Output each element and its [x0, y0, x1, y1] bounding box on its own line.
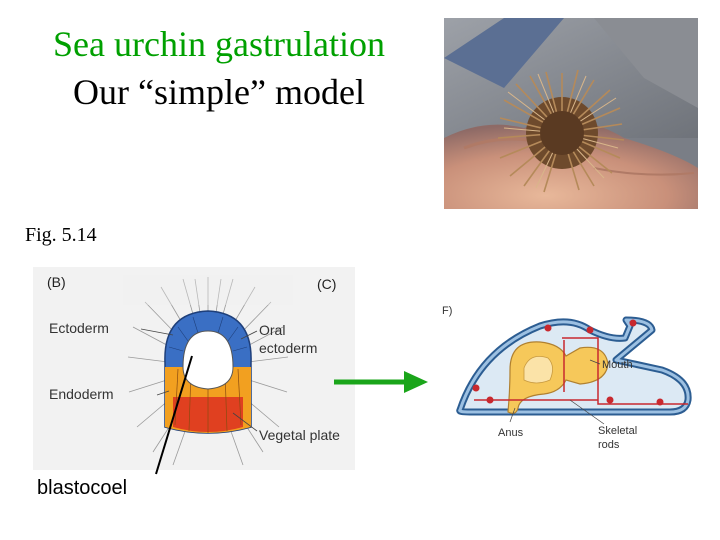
label-rods: rods	[598, 439, 620, 451]
label-oral-ectoderm: ectoderm	[259, 340, 317, 356]
panel-label-b: (B)	[47, 274, 66, 290]
pluteus-larva-diagram: F) Mouth Anus Skeletal rods	[440, 300, 702, 458]
gastrula-diagram: (B) (C)	[33, 267, 355, 470]
label-oral: Oral	[259, 322, 285, 338]
label-ectoderm: Ectoderm	[49, 320, 109, 336]
skeletal-rods	[474, 337, 688, 405]
blastocoel-label: blastocoel	[37, 477, 128, 499]
label-endoderm: Endoderm	[49, 386, 114, 402]
label-skeletal: Skeletal	[598, 425, 637, 437]
label-anus: Anus	[498, 427, 524, 439]
embryo	[164, 310, 252, 434]
panel-label-c: (C)	[317, 276, 336, 292]
slide-title-line1: Sea urchin gastrulation	[53, 24, 385, 64]
label-vegetal-plate: Vegetal plate	[259, 427, 340, 443]
panel-label-f: F)	[442, 305, 452, 317]
gut	[507, 341, 609, 414]
label-mouth: Mouth	[602, 359, 633, 371]
blastocoel-pointer-line	[155, 355, 193, 475]
sea-urchin	[497, 69, 625, 193]
sea-urchin-photo	[444, 18, 698, 209]
skeleton-dots	[472, 319, 664, 406]
figure-reference: Fig. 5.14	[25, 224, 97, 246]
green-arrow	[334, 371, 428, 393]
slide-title-line2: Our “simple” model	[73, 72, 365, 112]
